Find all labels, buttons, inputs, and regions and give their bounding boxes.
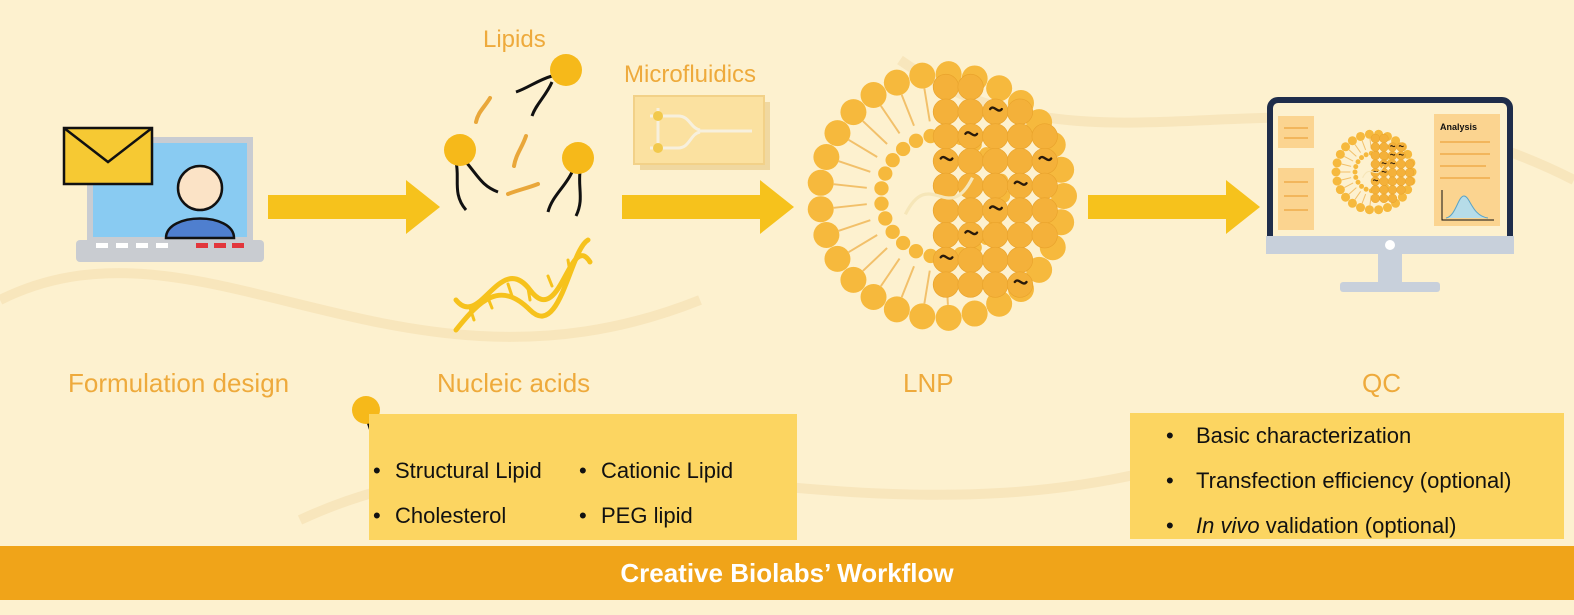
lipid-icon xyxy=(444,134,499,211)
user-avatar-icon xyxy=(164,164,236,240)
list-item: •Structural Lipid xyxy=(373,458,542,483)
lipid-components-box: •Structural Lipid •Cationic Lipid •Chole… xyxy=(369,414,797,540)
qc-box: •Basic characterization •Transfection ef… xyxy=(1130,413,1564,539)
step-label-qc: QC xyxy=(1362,368,1401,398)
monitor-icon: Analysis xyxy=(1266,97,1514,292)
microfluidics-label: Microfluidics xyxy=(624,61,757,88)
list-item: •Cholesterol xyxy=(373,503,507,528)
step-label-formulation: Formulation design xyxy=(68,368,290,398)
lipids-label: Lipids xyxy=(483,26,546,53)
envelope-icon xyxy=(62,126,154,186)
lipid-icon xyxy=(515,54,582,117)
list-item: •In vivo validation (optional) xyxy=(1166,513,1457,538)
list-item: •PEG lipid xyxy=(579,503,693,528)
list-item: •Basic characterization xyxy=(1166,423,1412,448)
microfluidic-chip-icon xyxy=(633,95,770,170)
step-label-nucleic-acids: Nucleic acids xyxy=(437,368,591,398)
list-item: •Transfection efficiency (optional) xyxy=(1166,468,1512,493)
analysis-panel-title: Analysis xyxy=(1440,122,1477,132)
step-label-lnp: LNP xyxy=(903,368,954,398)
lnp-particle-icon xyxy=(807,61,1077,331)
list-item: •Cationic Lipid xyxy=(579,458,734,483)
arrow-icon xyxy=(622,180,794,234)
workflow-title-banner: Creative Biolabs’ Workflow xyxy=(0,546,1574,600)
arrow-icon xyxy=(1088,180,1260,234)
arrow-icon xyxy=(268,180,440,234)
footer-divider xyxy=(0,600,1574,615)
dna-icon xyxy=(453,237,593,333)
lipid-icon xyxy=(546,142,594,217)
